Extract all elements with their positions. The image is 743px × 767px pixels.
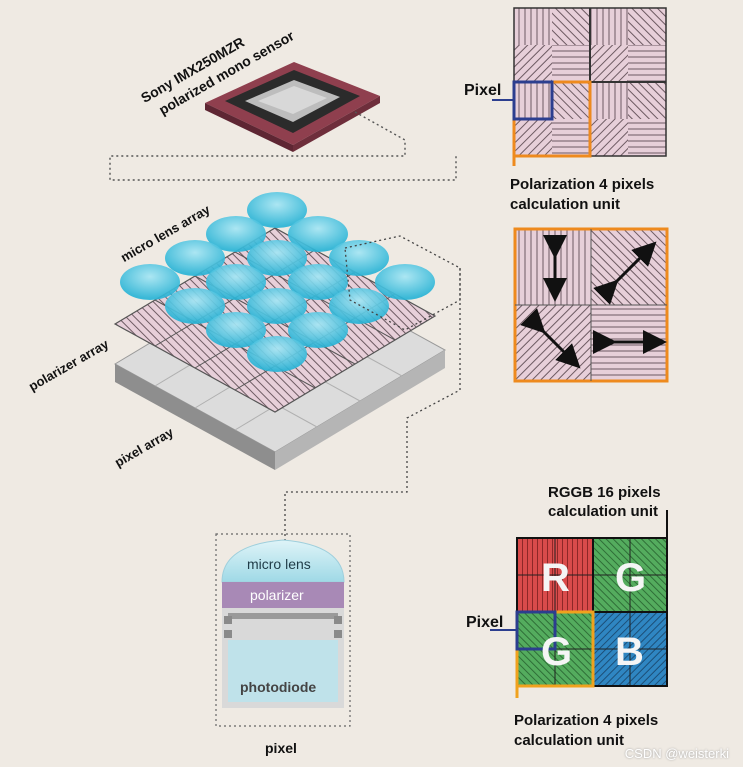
mono-caption-line1: Polarization 4 pixels xyxy=(510,176,655,193)
watermark: CSDN @weisterki xyxy=(624,746,729,761)
pixel-caption: pixel xyxy=(265,740,297,756)
rggb-caption-line1: Polarization 4 pixels xyxy=(514,712,659,729)
arrow-135deg xyxy=(520,308,581,369)
quadrant-b: B xyxy=(615,630,644,674)
mono-polarizer-grid xyxy=(492,7,667,166)
rggb-pixel-label: Pixel xyxy=(466,614,504,631)
arrow-45deg xyxy=(593,241,657,305)
mono-caption-line2: calculation unit xyxy=(510,196,621,213)
rggb-title-line1: RGGB 16 pixels xyxy=(548,484,661,501)
polarization-detail xyxy=(513,227,669,383)
rggb-caption-line2: calculation unit xyxy=(514,732,625,749)
quadrant-g-top: G xyxy=(615,556,647,600)
micro-lens-label: micro lens xyxy=(247,556,311,572)
mono-pixel-label: Pixel xyxy=(464,82,502,99)
quadrant-g-bottom: G xyxy=(541,630,573,674)
micro-lens-array-layer xyxy=(120,192,435,372)
quadrant-r: R xyxy=(541,556,570,600)
sensor-chip xyxy=(205,62,380,152)
polarizer-label: polarizer xyxy=(250,587,304,603)
pixel-cross-section xyxy=(215,533,351,727)
pixel-connector xyxy=(284,268,461,540)
rggb-title-line2: calculation unit xyxy=(548,503,659,520)
photodiode-label: photodiode xyxy=(240,679,317,695)
rggb-grid xyxy=(490,510,668,698)
